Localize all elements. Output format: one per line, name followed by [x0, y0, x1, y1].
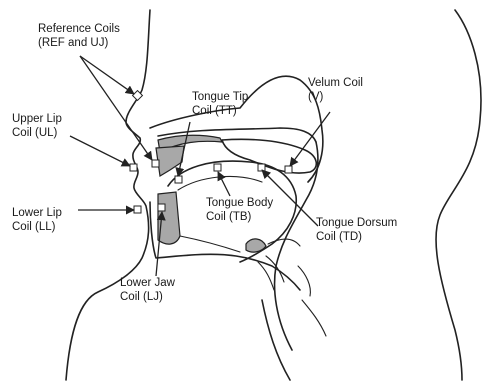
ul-coil-marker: [130, 164, 137, 171]
trachea: [262, 300, 290, 380]
head-back-outline: [436, 10, 481, 380]
face-profile: [66, 10, 150, 380]
uj-coil-marker: [152, 160, 159, 167]
tb-coil-marker: [214, 164, 221, 171]
tt-coil-marker: [175, 176, 182, 183]
upper-teeth: [156, 146, 184, 176]
ll-coil-marker: [134, 206, 141, 213]
tb-arrow: [218, 172, 230, 196]
lj-coil-marker: [158, 204, 165, 211]
velum-coil-label: Velum Coil(V): [308, 76, 363, 104]
v-arrow: [290, 112, 330, 166]
velum: [222, 139, 316, 173]
ul-arrow: [70, 136, 130, 166]
thyroid-cartilage: [298, 266, 326, 336]
v-coil-marker: [285, 166, 292, 173]
ref-arrow-1: [80, 56, 134, 94]
tongue-inner: [178, 176, 262, 190]
mandible-inner: [180, 236, 240, 252]
td-coil-marker: [258, 164, 265, 171]
ref-arrow-2: [80, 56, 152, 160]
ref-coils-label: Reference Coils(REF and UJ): [38, 22, 120, 50]
